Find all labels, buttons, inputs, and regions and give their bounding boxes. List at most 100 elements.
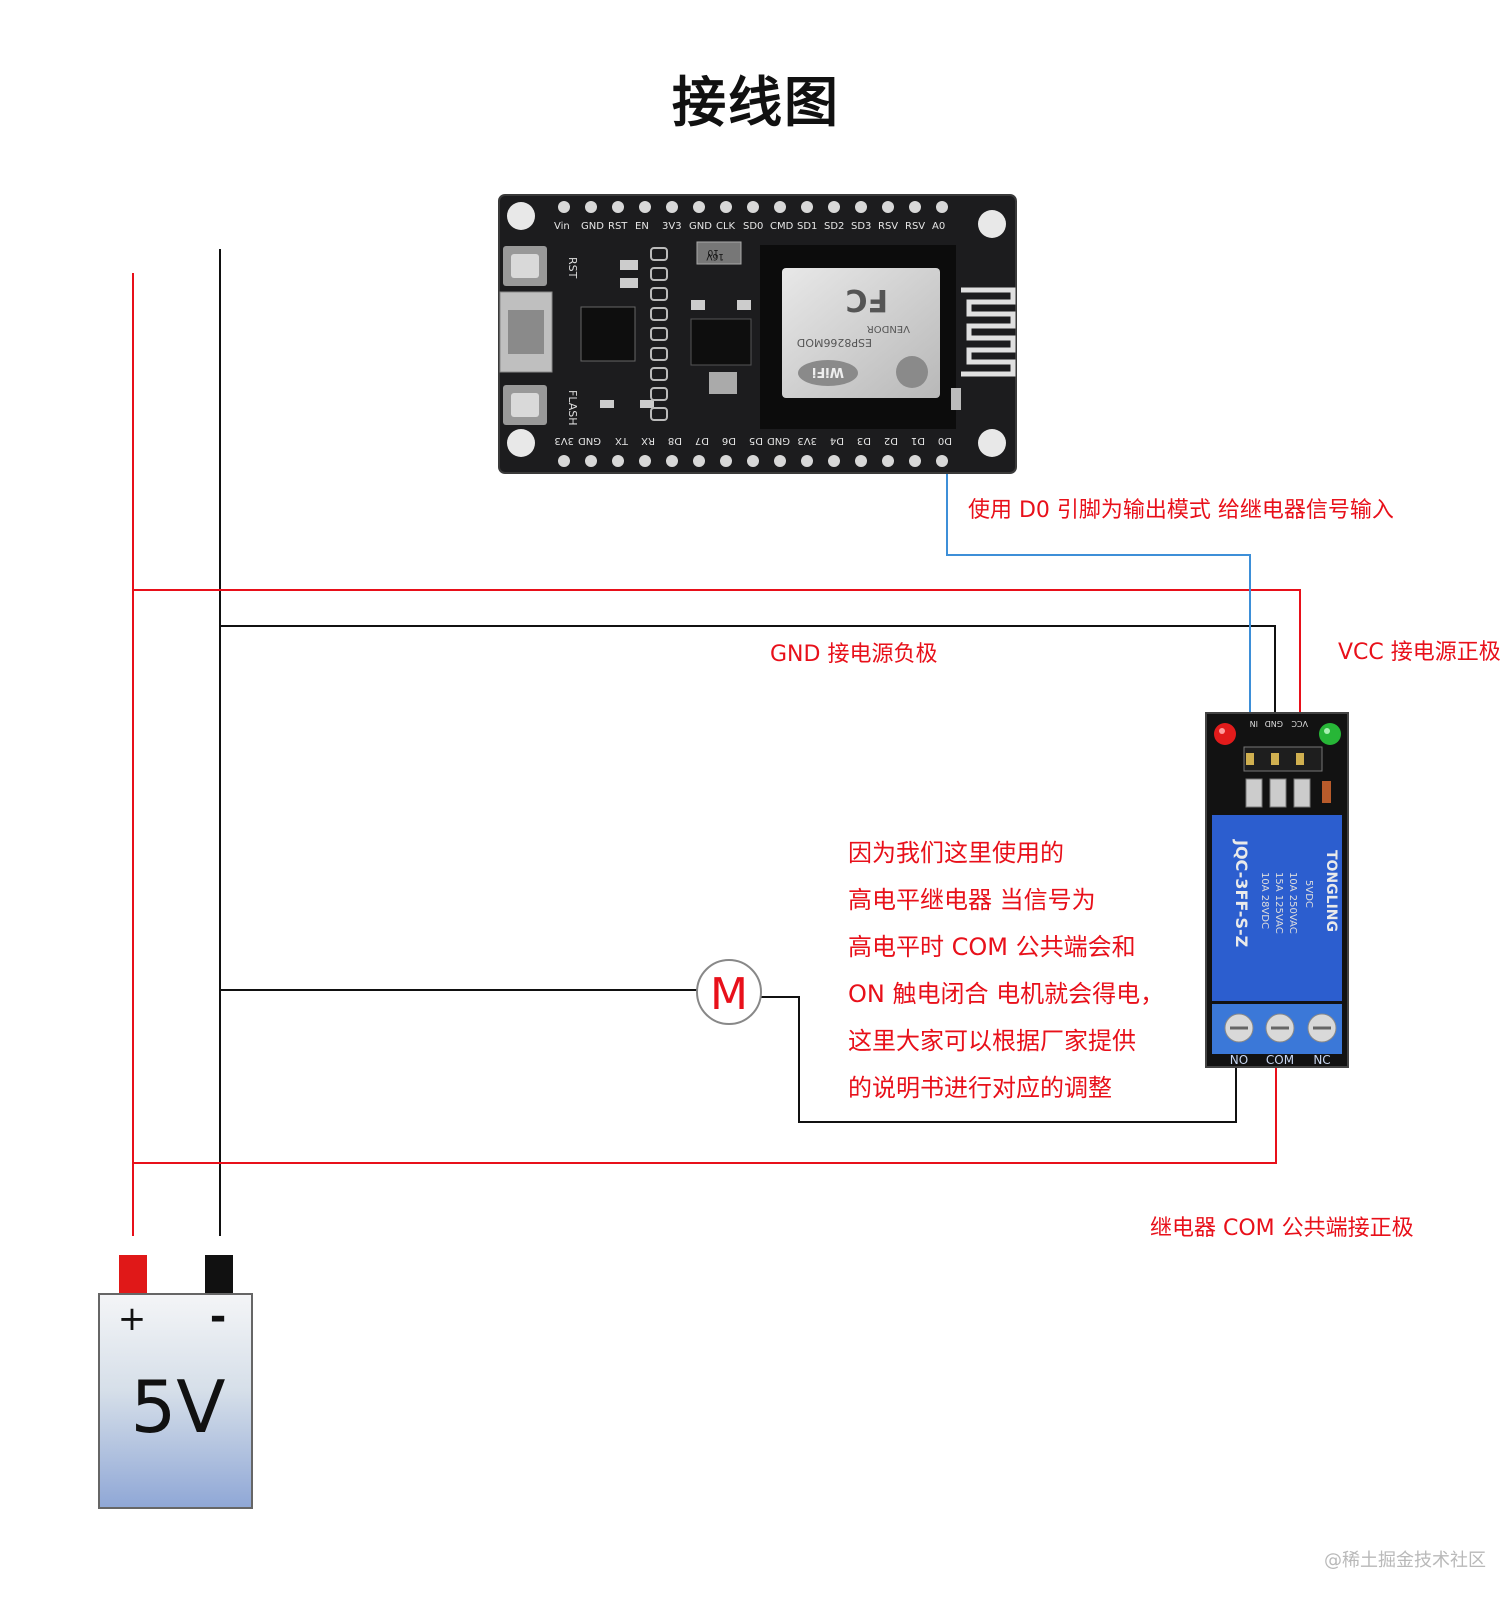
battery-minus-sign: - bbox=[210, 1294, 227, 1340]
diagram-title: 接线图 bbox=[672, 71, 840, 134]
header-pin bbox=[801, 201, 813, 213]
header-pin bbox=[558, 455, 570, 467]
pin-label: D0 bbox=[938, 435, 952, 446]
smd-pad bbox=[650, 247, 668, 261]
pin-label: RST bbox=[608, 221, 628, 232]
pin-label: RSV bbox=[905, 221, 925, 232]
pin-label: D2 bbox=[884, 435, 898, 446]
smd-pad bbox=[650, 287, 668, 301]
bottom-header-pins bbox=[558, 455, 948, 467]
pin-label: D3 bbox=[857, 435, 871, 446]
smd-pad bbox=[650, 307, 668, 321]
com-positive-wire bbox=[133, 1042, 1277, 1164]
relay-explanation-note: 因为我们这里使用的 高电平继电器 当信号为 高电平时 COM 公共端会和 ON … bbox=[848, 830, 1164, 1112]
gnd-label: GND 接电源负极 bbox=[770, 642, 938, 667]
header-pin bbox=[720, 201, 732, 213]
battery-negative-terminal bbox=[205, 1255, 233, 1293]
pin-label: Vin bbox=[554, 221, 570, 232]
header-pin bbox=[801, 455, 813, 467]
header-pin bbox=[828, 201, 840, 213]
relay-header-pin bbox=[1296, 753, 1304, 765]
smd-pad bbox=[650, 407, 668, 421]
header-pin bbox=[585, 455, 597, 467]
header-pin bbox=[693, 201, 705, 213]
wires bbox=[132, 249, 1301, 1236]
pin-label: SD1 bbox=[797, 221, 817, 232]
nodemcu-board: RST FLASH 10 16V FC VENDOR ESP8 bbox=[498, 194, 1017, 474]
header-pin bbox=[774, 201, 786, 213]
relay-spec-4: 10A 28VDC bbox=[1259, 872, 1270, 929]
smd-pad bbox=[650, 327, 668, 341]
header-pin bbox=[612, 455, 624, 467]
header-pin bbox=[882, 455, 894, 467]
battery-voltage: 5V bbox=[130, 1365, 225, 1449]
vcc-wire bbox=[133, 589, 1301, 713]
pin-label: 3V3 bbox=[662, 221, 682, 232]
mount-hole bbox=[507, 429, 535, 457]
module-fc: FC bbox=[845, 282, 888, 317]
pin-label: SD3 bbox=[851, 221, 871, 232]
cap-voltage: 16V bbox=[706, 251, 724, 261]
smd-pad bbox=[650, 387, 668, 401]
note-line: 的说明书进行对应的调整 bbox=[848, 1074, 1112, 1102]
pin-label: RSV bbox=[878, 221, 898, 232]
note-line: ON 触电闭合 电机就会得电， bbox=[848, 980, 1165, 1008]
usb-serial-chip bbox=[580, 306, 636, 362]
flash-button-label: FLASH bbox=[566, 390, 579, 426]
smd-pad bbox=[650, 367, 668, 381]
header-pin bbox=[720, 455, 732, 467]
header-pin bbox=[747, 201, 759, 213]
header-pin bbox=[585, 201, 597, 213]
pin-label: D7 bbox=[695, 435, 709, 446]
cap-value: 10 bbox=[707, 247, 719, 257]
relay-pin-label: IN bbox=[1250, 719, 1258, 728]
pin-label: GND bbox=[581, 221, 604, 232]
pin-label: CLK bbox=[716, 221, 736, 232]
motor-label: M bbox=[710, 969, 748, 1020]
battery-5v: + - 5V bbox=[98, 1255, 253, 1509]
header-pin bbox=[855, 455, 867, 467]
header-pin bbox=[693, 455, 705, 467]
relay-terminal-label: NC bbox=[1313, 1053, 1330, 1067]
battery-body bbox=[98, 1293, 253, 1509]
pin-label: SD0 bbox=[743, 221, 763, 232]
espressif-logo bbox=[896, 356, 928, 388]
relay-pin-label: GND bbox=[1265, 719, 1283, 728]
note-line: 高电平时 COM 公共端会和 bbox=[848, 933, 1136, 961]
mount-hole bbox=[978, 429, 1006, 457]
header-pin bbox=[639, 455, 651, 467]
relay-spec-2: 10A 250VAC bbox=[1287, 872, 1298, 934]
header-pin bbox=[558, 201, 570, 213]
mount-hole bbox=[978, 210, 1006, 238]
mount-hole bbox=[507, 202, 535, 230]
motor: M bbox=[696, 959, 762, 1025]
pin-label: D4 bbox=[830, 435, 844, 446]
power-led-red bbox=[1214, 723, 1236, 745]
header-pin bbox=[909, 455, 921, 467]
pin-label: D1 bbox=[911, 435, 925, 446]
pin-label: CMD bbox=[770, 221, 794, 232]
motor-no-wire bbox=[761, 996, 1237, 1123]
relay-pin-label: VCC bbox=[1291, 719, 1308, 728]
pin-label: 3V3 bbox=[554, 435, 574, 446]
watermark: @稀土掘金技术社区 bbox=[1324, 1550, 1486, 1571]
header-pin bbox=[639, 201, 651, 213]
relay-header-pin bbox=[1246, 753, 1254, 765]
vcc-label: VCC 接电源正极 bbox=[1338, 640, 1501, 665]
battery-plus-sign: + bbox=[118, 1299, 147, 1339]
header-pin bbox=[828, 455, 840, 467]
header-pin bbox=[909, 201, 921, 213]
status-led-green bbox=[1319, 723, 1341, 745]
relay-pin-header bbox=[1243, 746, 1323, 772]
relay-brand: TONGLING bbox=[1323, 850, 1339, 932]
rst-button-label: RST bbox=[566, 257, 579, 279]
pin-label: D8 bbox=[668, 435, 682, 446]
pin-label: GND bbox=[767, 435, 790, 446]
voltage-regulator bbox=[690, 318, 752, 366]
header-pin bbox=[666, 455, 678, 467]
capacitor bbox=[696, 241, 742, 265]
header-pin bbox=[666, 201, 678, 213]
